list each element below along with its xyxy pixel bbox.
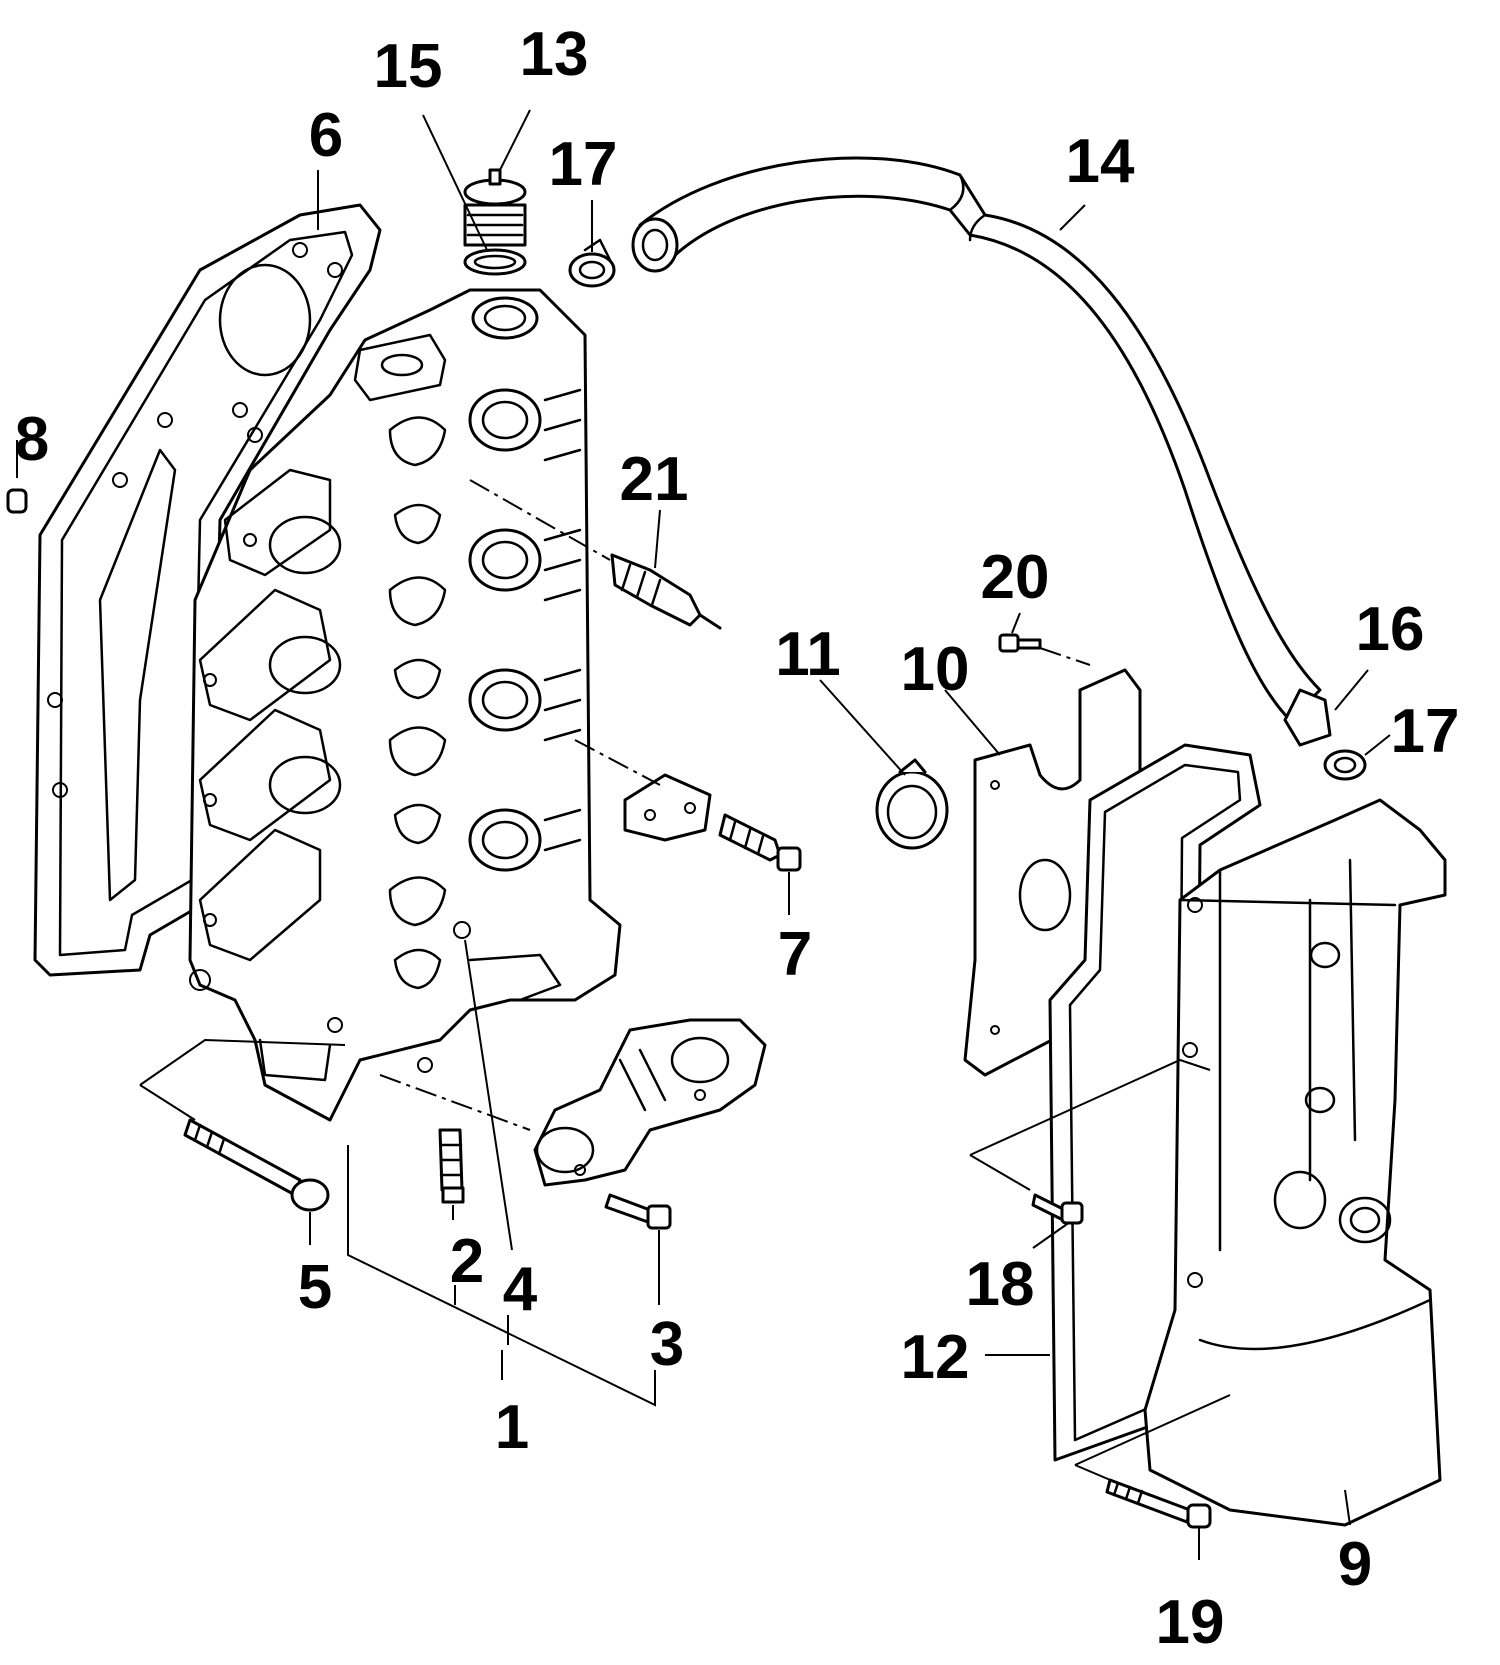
callout-5: 5 xyxy=(298,1253,332,1322)
callout-20: 20 xyxy=(981,543,1050,612)
callout-18: 18 xyxy=(966,1250,1035,1319)
callout-1: 1 xyxy=(495,1393,529,1462)
callout-labels: 1 2 3 4 5 6 7 8 9 10 11 12 13 14 15 16 1… xyxy=(15,20,1460,1657)
bolt-18 xyxy=(1031,1193,1084,1225)
bolt-3 xyxy=(604,1193,672,1230)
bolt-7 xyxy=(718,813,802,872)
callout-11: 11 xyxy=(775,620,841,689)
support-bracket xyxy=(574,739,712,842)
hose-clamp-lower xyxy=(1323,749,1367,781)
hose-clamp-upper xyxy=(568,238,616,288)
callout-8: 8 xyxy=(15,405,49,474)
callout-2: 2 xyxy=(450,1227,484,1296)
camshaft-cap xyxy=(379,1018,767,1187)
thermostat-cap xyxy=(463,168,527,247)
spark-plug-bore xyxy=(468,388,542,872)
callout-7: 7 xyxy=(778,920,812,989)
long-bolt-19 xyxy=(1105,1478,1212,1529)
leader-lines xyxy=(139,109,1391,1560)
callout-17-lower: 17 xyxy=(1391,697,1460,766)
callout-19: 19 xyxy=(1156,1588,1225,1657)
callout-13: 13 xyxy=(520,20,589,89)
long-bolt-5 xyxy=(183,1118,330,1212)
grommet-seal xyxy=(875,758,949,850)
callout-16: 16 xyxy=(1356,595,1425,664)
callout-9: 9 xyxy=(1338,1530,1372,1599)
callout-14: 14 xyxy=(1066,127,1135,196)
stud-2 xyxy=(438,1128,465,1204)
callout-6: 6 xyxy=(309,101,343,170)
bolt-20 xyxy=(998,633,1091,666)
spark-plug xyxy=(469,479,722,630)
exhaust-cover xyxy=(1143,798,1447,1527)
dowel-pin xyxy=(6,440,28,514)
callout-4: 4 xyxy=(503,1255,538,1324)
callout-15: 15 xyxy=(374,32,443,101)
callout-3: 3 xyxy=(650,1310,684,1379)
o-ring xyxy=(463,248,527,276)
cylinder-head xyxy=(188,288,622,1122)
callout-21: 21 xyxy=(620,445,689,514)
callout-12: 12 xyxy=(901,1323,970,1392)
callout-10: 10 xyxy=(901,635,970,704)
callout-17-upper: 17 xyxy=(549,130,618,199)
water-hose xyxy=(631,156,1332,747)
